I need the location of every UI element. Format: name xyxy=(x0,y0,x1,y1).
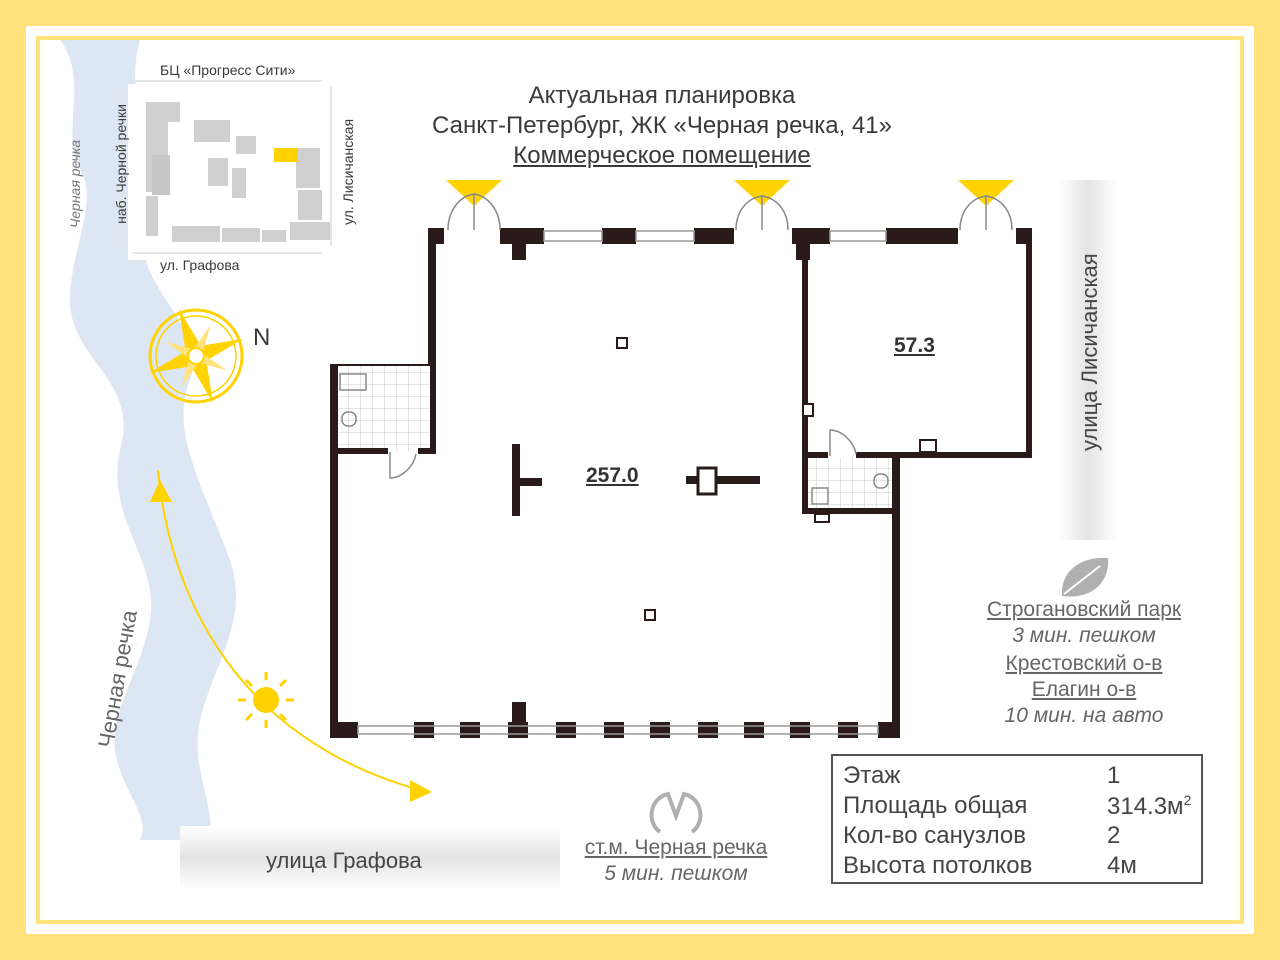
road-bottom xyxy=(180,826,560,890)
poi-park-name: Строгановский парк xyxy=(986,598,1182,621)
info-value-area: 314.3м2 xyxy=(1107,792,1191,821)
area-value: 314.3м xyxy=(1107,793,1184,820)
info-value-floor: 1 xyxy=(1107,762,1121,789)
river-label-top: Черная речка xyxy=(67,139,83,229)
info-label-area: Площадь общая xyxy=(843,792,1028,819)
room-area-side: 57.3 xyxy=(894,334,935,357)
sun-path xyxy=(157,469,421,791)
compass-rose-icon xyxy=(148,308,244,404)
doors xyxy=(339,193,1013,505)
poi-island-1: Крестовский о-в xyxy=(1005,652,1163,675)
sun-arrow-start xyxy=(150,480,172,502)
sun-arrow-end xyxy=(410,780,432,802)
building-highlight xyxy=(274,148,298,162)
info-label-ceiling: Высота потолков xyxy=(843,852,1033,879)
poi-island-2: Елагин о-в xyxy=(1031,678,1137,701)
info-label-floor: Этаж xyxy=(843,762,901,789)
poi-island-time: 10 мин. на авто xyxy=(1004,704,1164,727)
title-line-1: Актуальная планировка xyxy=(528,82,796,109)
sun-icon xyxy=(238,672,294,728)
street-label-right: улица Лисичанская xyxy=(1077,253,1102,451)
minimap-top-label: БЦ «Прогресс Сити» xyxy=(160,62,296,78)
info-value-bathrooms: 2 xyxy=(1107,822,1121,849)
area-unit-sup: 2 xyxy=(1183,792,1192,808)
leaf-icon xyxy=(1061,557,1109,597)
minimap-right-label: ул. Лисичанская xyxy=(340,118,356,226)
entrance-marker-1 xyxy=(446,180,502,206)
room-area-main: 257.0 xyxy=(586,464,639,487)
minimap-left-label: наб. Черной речки xyxy=(113,104,129,224)
entrance-marker-2 xyxy=(734,180,790,206)
info-value-ceiling: 4м xyxy=(1107,852,1137,879)
title-line-2: Санкт-Петербург, ЖК «Черная речка, 41» xyxy=(432,112,892,139)
minimap-bottom-label: ул. Графова xyxy=(160,257,240,273)
entrance-markers xyxy=(446,180,1014,206)
info-table: Этаж 1 Площадь общая 314.3м2 Кол-во сану… xyxy=(831,754,1203,884)
river-shape xyxy=(60,40,237,840)
site-minimap xyxy=(122,80,332,260)
compass-north-label: N xyxy=(253,324,271,351)
frame-border xyxy=(36,36,1244,924)
title-line-3: Коммерческое помещение xyxy=(513,142,811,169)
floor-plan xyxy=(330,228,1032,738)
poi-metro-name: ст.м. Черная речка xyxy=(584,836,768,859)
road-right xyxy=(1058,180,1118,540)
poi-park-time: 3 мин. пешком xyxy=(1012,624,1156,647)
metro-icon xyxy=(649,791,703,834)
entrance-marker-3 xyxy=(958,180,1014,206)
poi-metro-time: 5 мин. пешком xyxy=(604,862,748,885)
info-label-bathrooms: Кол-во санузлов xyxy=(843,822,1026,849)
street-label-bottom: улица Графова xyxy=(266,848,422,873)
